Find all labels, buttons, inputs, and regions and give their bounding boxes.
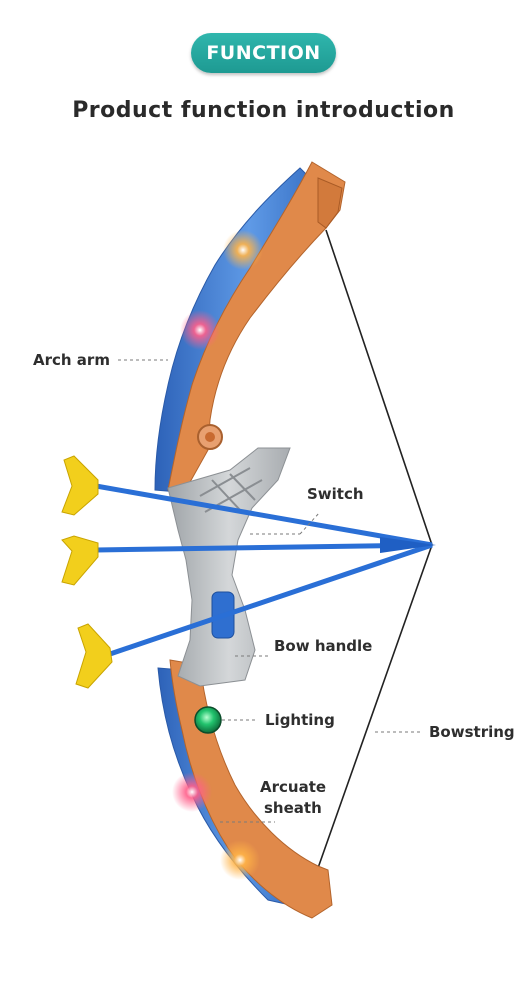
light-glow-3: [172, 772, 212, 812]
light-glow-4: [220, 840, 260, 880]
label-arcuate-sheath-line2: sheath: [264, 799, 322, 817]
switch-lattice: [199, 467, 263, 513]
bowstring-lower: [317, 544, 433, 869]
label-lighting: Lighting: [265, 711, 335, 729]
label-bowstring: Bowstring: [429, 723, 515, 741]
light-glow-2: [180, 310, 220, 350]
arrow-1: [61, 455, 433, 548]
bowstring-upper: [325, 229, 433, 546]
label-bow-handle: Bow handle: [274, 637, 373, 655]
label-arcuate-sheath-line1: Arcuate: [260, 778, 327, 796]
function-badge: FUNCTION: [191, 33, 336, 73]
leader-switch-tick: [299, 511, 321, 535]
upper-tip: [317, 177, 343, 229]
label-switch: Switch: [307, 485, 364, 503]
lighting-button: [194, 706, 222, 734]
arrow-3: [75, 542, 433, 689]
page-title: Product function introduction: [72, 98, 455, 123]
label-arch-arm: Arch arm: [33, 351, 110, 369]
arrow-2: [61, 535, 433, 586]
arrow-nock: [380, 537, 436, 553]
bow-handle-body: [167, 447, 291, 687]
light-glow-1: [223, 230, 263, 270]
